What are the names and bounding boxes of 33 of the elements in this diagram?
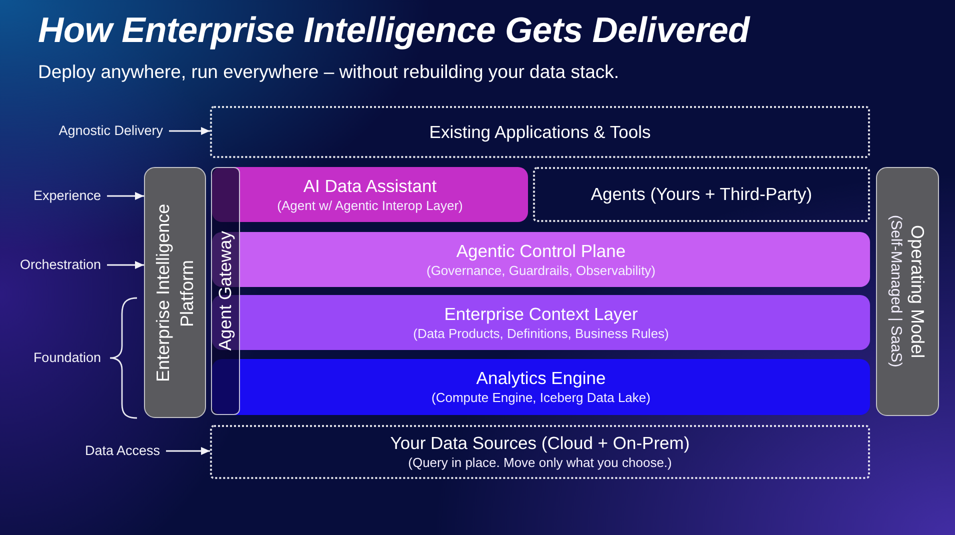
arrow (107, 192, 144, 200)
arrow (166, 447, 210, 455)
row-label: Orchestration (20, 257, 101, 273)
panel-title: Enterprise Intelligence Platform (152, 202, 198, 384)
layer-subtitle: (Compute Engine, Iceberg Data Lake) (432, 389, 650, 406)
layer-title: Analytics Engine (476, 368, 606, 389)
row-label: Data Access (84, 443, 160, 459)
gateway-title: Agent Gateway (215, 231, 236, 351)
panel-subtitle: (Self-Managed | SaaS) (886, 215, 906, 368)
subtitle: Deploy anywhere, run everywhere – without rebuilding your data stack. (38, 60, 620, 84)
side-panel (144, 167, 206, 418)
side-panel (876, 167, 939, 416)
layer-title: Agentic Control Plane (456, 240, 626, 262)
layer-subtitle: (Agent w/ Agentic Interop Layer) (277, 196, 463, 214)
dotted-frame (533, 167, 870, 222)
panel-title: Operating Model (906, 224, 928, 360)
title: How Enterprise Intelligence Gets Delivered (38, 9, 750, 52)
layer-subtitle: (Governance, Guardrails, Observability) (426, 262, 656, 278)
arrow (107, 261, 144, 269)
frame-title: Agents (Yours + Third-Party) (590, 184, 812, 205)
frame-subtitle: (Query in place. Move only what you choose.) (408, 454, 672, 471)
dotted-frame (210, 425, 870, 479)
layer-title: Enterprise Context Layer (444, 304, 638, 324)
layer-subtitle: (Data Products, Definitions, Business Rules) (413, 324, 669, 342)
layer-title: AI Data Assistant (303, 176, 437, 196)
dotted-frame (210, 106, 870, 158)
row-label: Experience (33, 188, 101, 204)
gateway-column (211, 167, 240, 415)
arrow (169, 127, 210, 135)
frame-title: Your Data Sources (Cloud + On-Prem) (390, 433, 690, 454)
row-label: Agnostic Delivery (58, 123, 163, 139)
frame-title: Existing Applications & Tools (429, 122, 651, 142)
row-label: Foundation (33, 350, 101, 366)
